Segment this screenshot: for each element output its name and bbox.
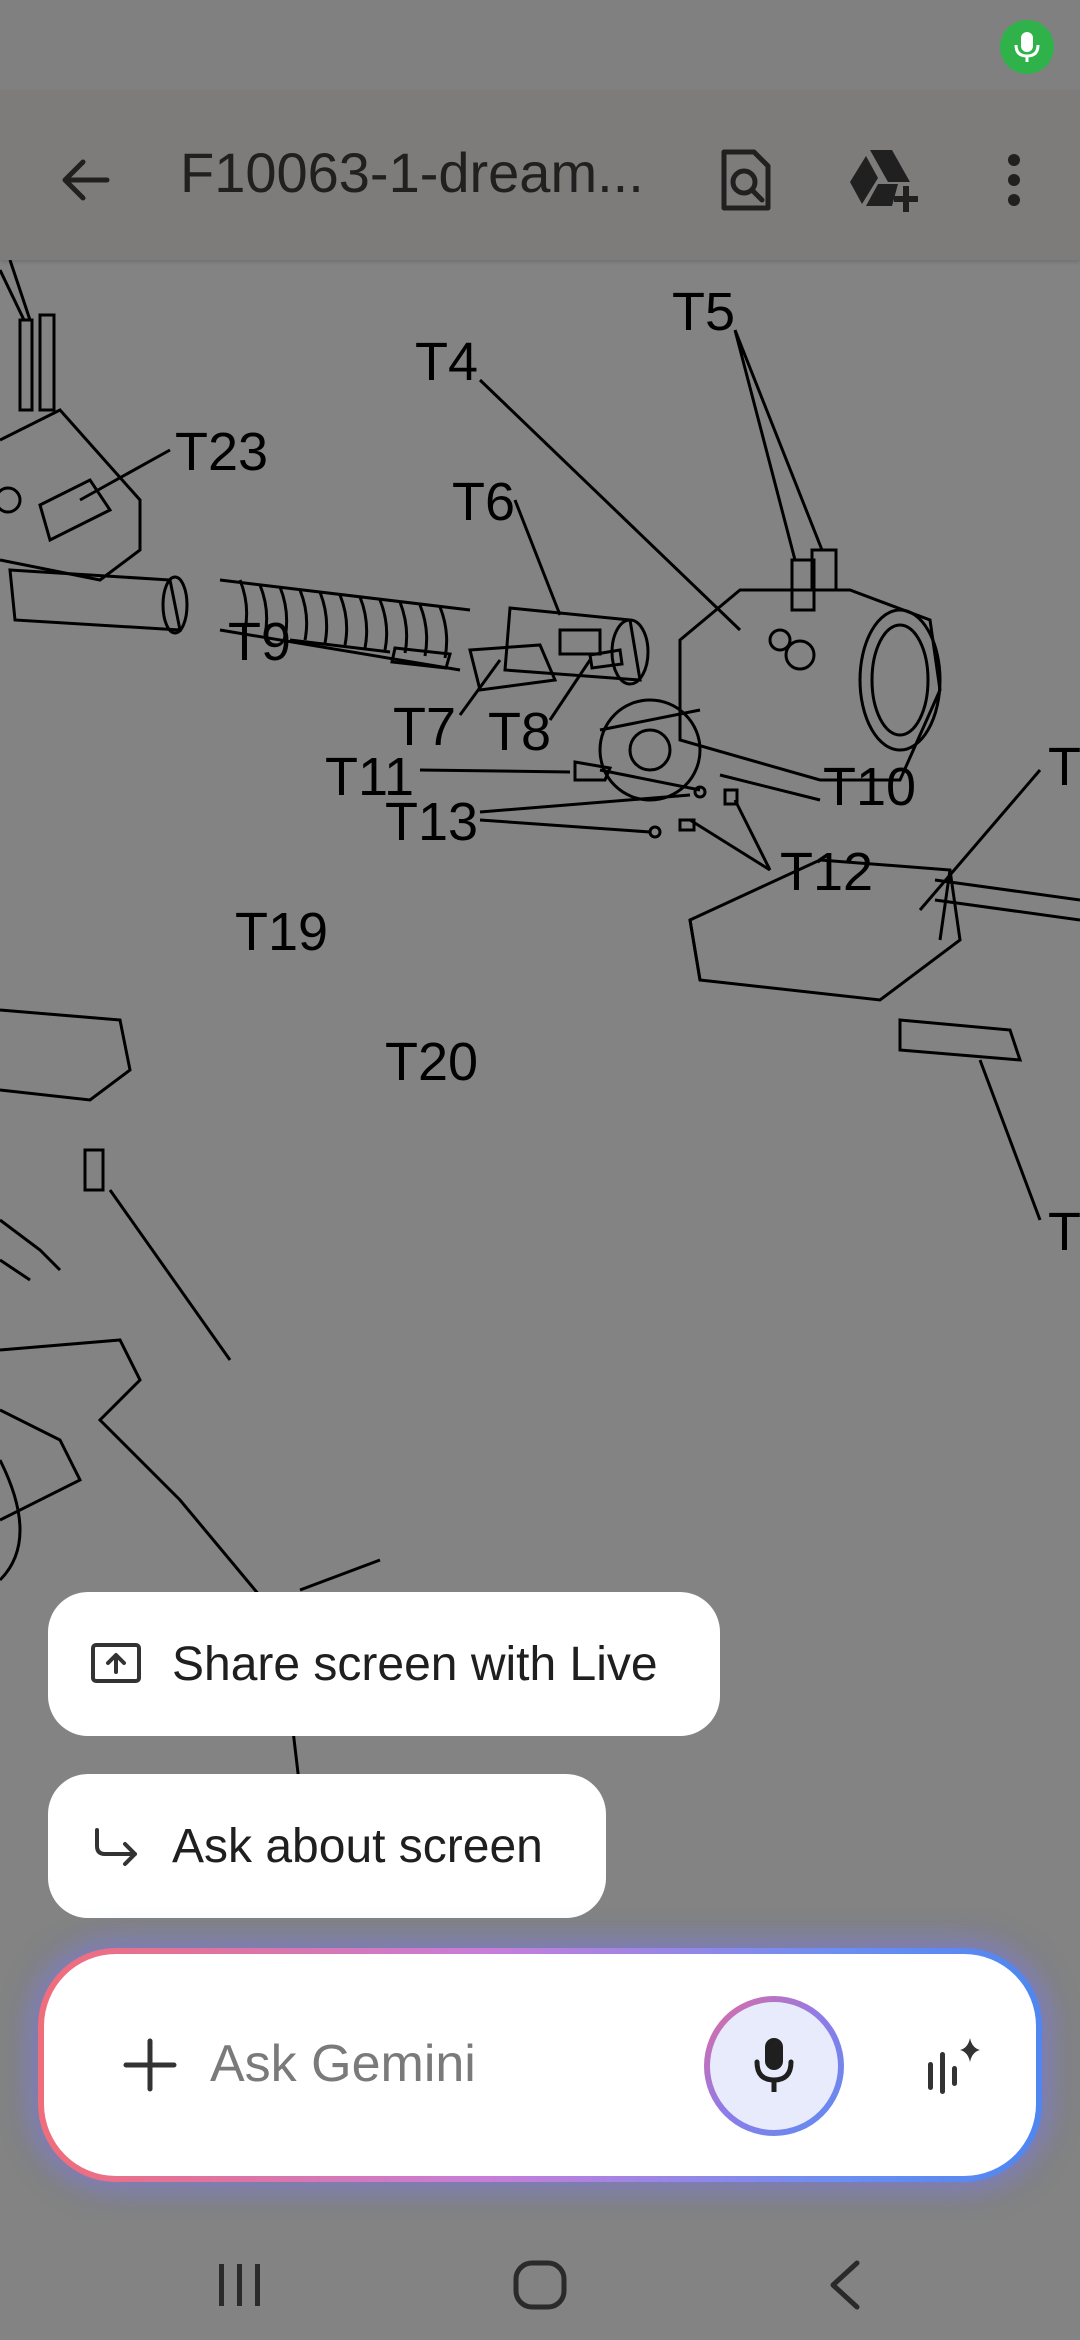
more-vert-icon[interactable]: [976, 142, 1052, 218]
recents-icon[interactable]: [195, 2240, 285, 2330]
home-icon[interactable]: [495, 2240, 585, 2330]
share-screen-with-live-button[interactable]: Share screen with Live: [48, 1592, 720, 1736]
ask-about-screen-button[interactable]: Ask about screen: [48, 1774, 606, 1918]
part-label-t5: T5: [672, 282, 735, 342]
part-label-t19: T19: [235, 902, 328, 962]
part-label-t23: T23: [175, 422, 268, 482]
part-label-t13: T13: [385, 792, 478, 852]
ask-gemini-placeholder[interactable]: Ask Gemini: [210, 2035, 476, 2093]
ask-about-screen-label: Ask about screen: [172, 1819, 543, 1873]
mic-icon: [754, 2038, 794, 2092]
arrow-back-icon[interactable]: [50, 145, 120, 215]
part-label-t4: T4: [415, 332, 478, 392]
add-to-drive-icon[interactable]: [848, 142, 924, 218]
part-label-partial-bottom: T: [1048, 1202, 1080, 1262]
gemini-input-frame: Ask Gemini: [38, 1948, 1042, 2182]
screen-share-icon: [88, 1636, 144, 1692]
back-icon[interactable]: [800, 2240, 890, 2330]
part-label-t12: T12: [780, 842, 873, 902]
part-label-t8: T8: [488, 702, 551, 762]
app-bar: F10063-1-dream...: [0, 90, 1080, 260]
system-navigation-bar: [0, 2220, 1080, 2340]
part-label-t11: T11: [325, 747, 414, 807]
part-label-t7: T7: [393, 697, 456, 757]
plus-icon[interactable]: [100, 2015, 200, 2115]
part-label-t9: T9: [228, 612, 291, 672]
document-title: F10063-1-dream...: [180, 141, 644, 204]
exploded-parts-drawing[interactable]: T4 T5 T6 T23 T9 T7 T8 T11 T10 T13 T12 T1…: [0, 260, 1080, 1950]
status-bar: [0, 0, 1080, 90]
gemini-live-icon[interactable]: [904, 2016, 1004, 2116]
part-label-t6: T6: [452, 472, 515, 532]
share-screen-label: Share screen with Live: [172, 1637, 658, 1691]
forward-arrow-icon: [88, 1818, 144, 1874]
gemini-input-bar[interactable]: Ask Gemini: [44, 1954, 1036, 2176]
part-label-t10: T10: [823, 757, 916, 817]
part-label-t20: T20: [385, 1032, 478, 1092]
find-in-document-icon[interactable]: [708, 142, 784, 218]
mic-indicator-icon: [1000, 20, 1054, 74]
mic-button[interactable]: [704, 1996, 844, 2136]
part-label-partial-top: T: [1048, 737, 1080, 797]
